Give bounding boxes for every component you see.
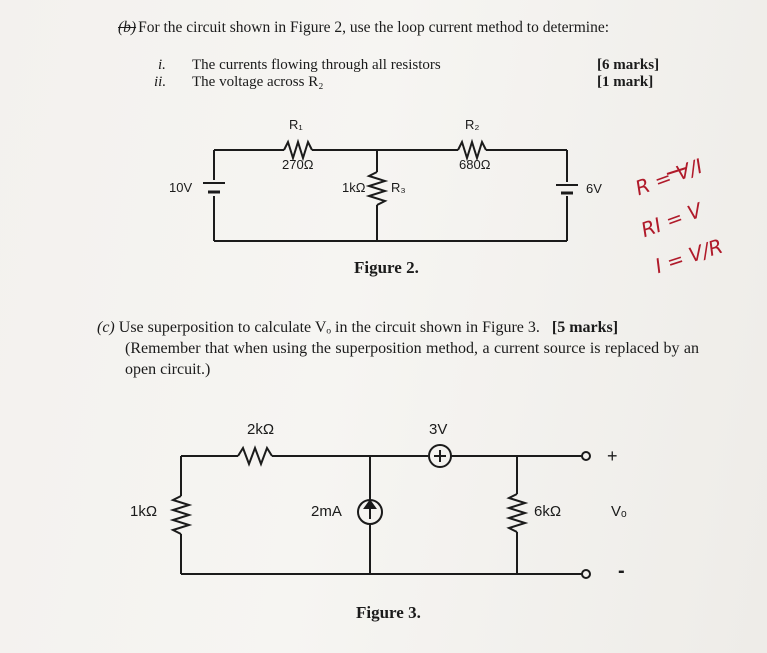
item-ii-number: ii. [154, 74, 167, 90]
fig2-r3-zigzag [365, 171, 389, 206]
fig2-r2-value: 680Ω [459, 157, 491, 172]
hand-fraction-bar [666, 167, 687, 175]
question-c-label: (c) [97, 319, 115, 336]
fig2-source-left-value: 10V [169, 180, 193, 195]
item-i-text: The currents flowing through all resisto… [192, 57, 441, 73]
fig2-r1-zigzag [283, 138, 313, 162]
fig3-output-voltage-label: Vₒ [611, 503, 627, 520]
fig3-voltage-source-value: 3V [429, 421, 448, 438]
item-ii-marks: [1 mark] [597, 74, 654, 90]
fig2-r3-label: R₃ [391, 180, 406, 195]
fig2-r2-label: R₂ [465, 117, 480, 132]
figure-3-caption: Figure 3. [356, 603, 421, 622]
fig3-r-top-zigzag [237, 445, 273, 467]
item-i-marks: [6 marks] [597, 57, 660, 73]
fig2-r1-value: 270Ω [282, 157, 314, 172]
question-c-block: (c) Use superposition to calculate Vₒ in… [97, 317, 717, 380]
item-i-number: i. [158, 57, 166, 73]
item-ii-text: The voltage across R₂ [192, 74, 324, 90]
question-b-label: (b) [118, 19, 137, 36]
question-b-heading: (b)For the circuit shown in Figure 2, us… [118, 19, 609, 37]
fig2-r1-label: R₁ [289, 117, 303, 132]
fig3-minus-sign: - [618, 560, 625, 582]
fig3-output-minus-terminal [581, 569, 591, 579]
question-c-note: (Remember that when using the superposit… [125, 340, 699, 378]
question-c-text: Use superposition to calculate Vₒ in the… [118, 319, 540, 336]
fig3-output-plus-terminal [581, 451, 591, 461]
fig3-r-left-zigzag [169, 495, 193, 535]
question-c-marks: [5 marks] [551, 319, 619, 336]
fig3-r-left-value: 1kΩ [130, 503, 158, 520]
figure-2-caption: Figure 2. [354, 258, 419, 277]
fig2-r3-value: 1kΩ [342, 180, 366, 195]
fig3-r-right-zigzag [505, 493, 529, 533]
fig2-source-right-value: 6V [586, 181, 602, 196]
fig2-r2-zigzag [457, 138, 487, 162]
fig3-current-arrow-head [363, 499, 377, 509]
fig3-r-top-value: 2kΩ [247, 421, 275, 438]
fig3-current-source-value: 2mA [311, 503, 342, 520]
fig3-r-right-value: 6kΩ [534, 503, 562, 520]
question-b-text: For the circuit shown in Figure 2, use t… [138, 19, 610, 36]
fig3-plus-sign: + [607, 446, 618, 466]
